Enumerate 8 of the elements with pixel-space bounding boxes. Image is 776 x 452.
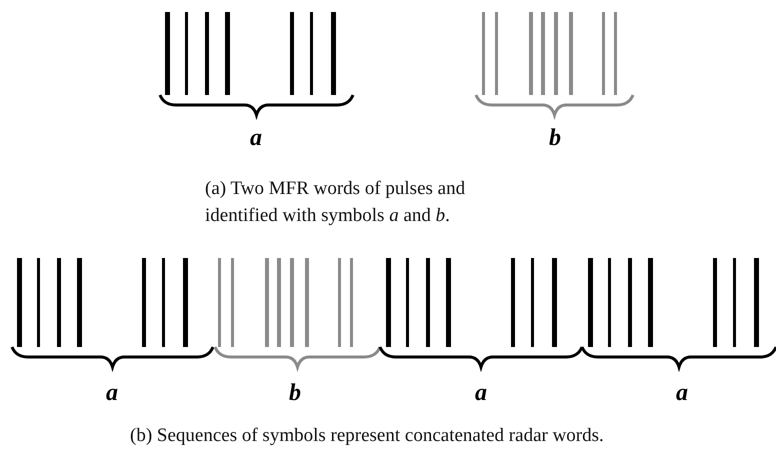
caption: (a) Two MFR words of pulses and identified with symbols a and b. bbox=[205, 177, 466, 228]
caption: (b) Sequences of symbols represent concatenated radar words. bbox=[130, 424, 605, 448]
symbol-label: a bbox=[250, 126, 262, 150]
symbol-label: b bbox=[289, 381, 301, 405]
symbol-label: a bbox=[475, 381, 487, 405]
symbol-label: a bbox=[106, 381, 118, 405]
symbol-label: a bbox=[676, 381, 688, 405]
symbol-label: b bbox=[549, 126, 561, 150]
